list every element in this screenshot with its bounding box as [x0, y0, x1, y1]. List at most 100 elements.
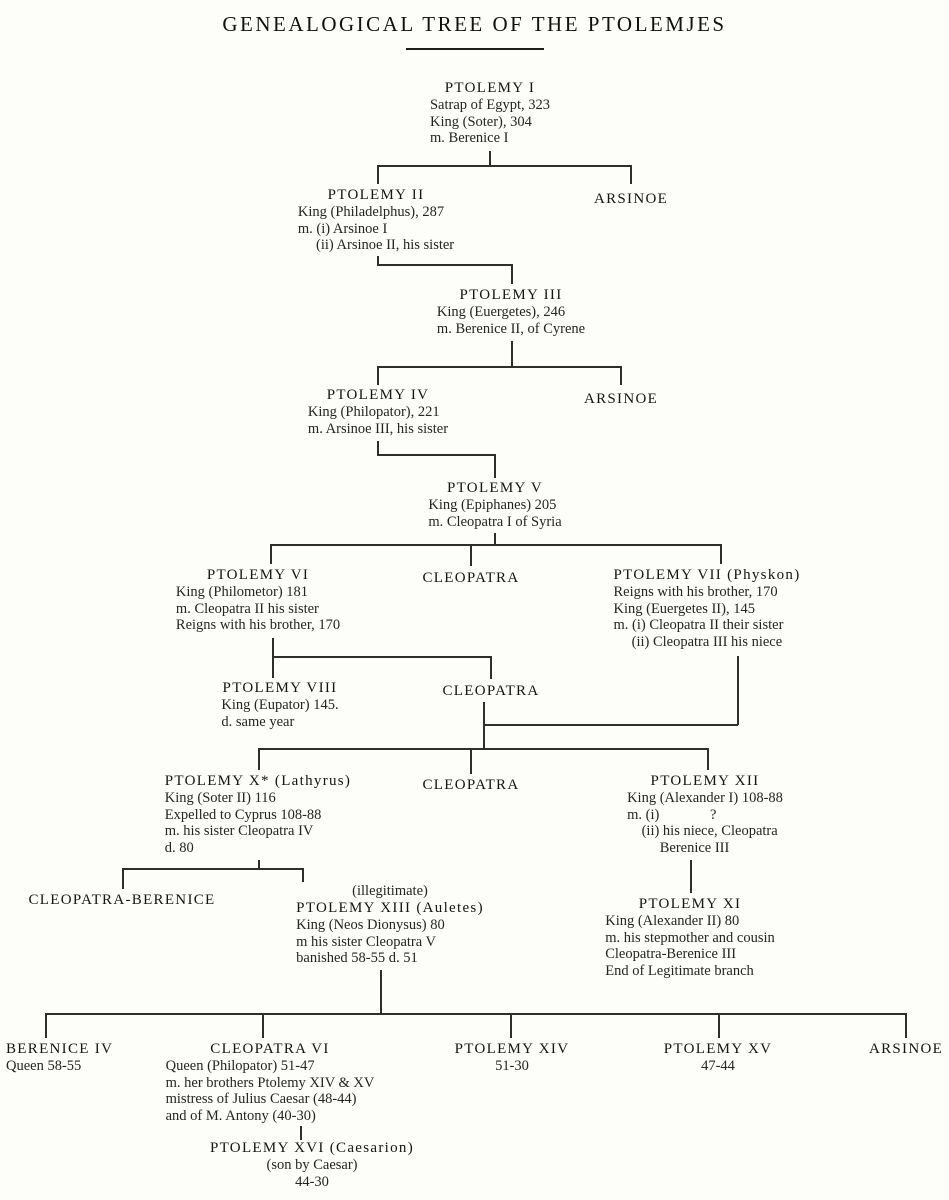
connector-line	[272, 638, 274, 678]
connector-line	[258, 748, 260, 770]
connector-line	[377, 366, 621, 368]
person-detail: m. (i) Cleopatra II their sister	[613, 617, 784, 633]
person-detail: 47-44	[701, 1058, 735, 1074]
illegitimate-label: (illegitimate)	[352, 883, 428, 899]
person-name: PTOLEMY XIII (Auletes)	[296, 900, 484, 916]
person-name: PTOLEMY IV	[326, 387, 430, 403]
connector-line	[377, 256, 379, 266]
person-name: PTOLEMY VIII	[222, 680, 338, 696]
node-ptolemy-xvi: PTOLEMY XVI (Caesarion) (son by Caesar) …	[210, 1139, 414, 1190]
connector-line	[377, 165, 379, 184]
person-detail: Queen 58-55	[6, 1058, 82, 1074]
person-detail: Berenice III	[627, 839, 730, 856]
connector-line	[905, 1013, 907, 1038]
connector-line	[122, 868, 303, 870]
node-arsinoe-1: ARSINOE	[594, 190, 668, 208]
person-detail: End of Legitimate branch	[605, 962, 754, 979]
connector-line	[494, 533, 496, 545]
person-name: CLEOPATRA	[422, 570, 520, 586]
connector-line	[630, 165, 632, 184]
page-title: GENEALOGICAL TREE OF THE PTOLEMJES	[222, 12, 727, 36]
person-detail: King (Alexander II) 80	[605, 913, 740, 929]
person-name: PTOLEMY XVI (Caesarion)	[209, 1140, 415, 1156]
person-name: PTOLEMY II	[327, 187, 425, 203]
person-detail: and of M. Antony (40-30)	[165, 1107, 316, 1124]
connector-line	[302, 868, 304, 882]
person-name: PTOLEMY XI	[638, 896, 742, 912]
person-name: PTOLEMY VI	[206, 567, 310, 583]
person-detail: King (Soter), 304	[429, 113, 532, 130]
connector-line	[511, 341, 513, 367]
person-detail: m. (i) Arsinoe I	[297, 220, 388, 237]
node-cleopatra-3: CLEOPATRA	[423, 776, 520, 794]
person-detail: King (Philadelphus), 287	[297, 204, 445, 220]
person-name: PTOLEMY XV	[663, 1041, 773, 1057]
connector-line	[258, 860, 260, 869]
person-detail: Reigns with his brother, 170	[613, 584, 778, 600]
person-detail: m. her brothers Ptolemy XIV & XV	[165, 1074, 375, 1091]
connector-line	[377, 366, 379, 385]
node-arsinoe-2: ARSINOE	[584, 390, 658, 408]
person-detail: King (Neos Dionysus) 80	[296, 917, 445, 933]
connector-line	[511, 264, 513, 284]
connector-line	[718, 1013, 720, 1038]
person-detail: King (Euergetes), 246	[436, 304, 566, 320]
connector-line	[377, 441, 379, 455]
person-name: ARSINOE	[583, 391, 659, 407]
person-detail: King (Eupator) 145.	[221, 697, 339, 713]
connector-line	[45, 1013, 906, 1015]
node-ptolemy-iii: PTOLEMY III King (Euergetes), 246 m. Ber…	[437, 286, 585, 337]
person-detail: m. Berenice II, of Cyrene	[436, 320, 586, 337]
person-name: PTOLEMY V	[446, 480, 544, 496]
connector-line	[483, 702, 485, 749]
person-name: PTOLEMY X* (Lathyrus)	[164, 773, 352, 789]
node-ptolemy-v: PTOLEMY V King (Epiphanes) 205 m. Cleopa…	[428, 479, 561, 530]
person-detail: King (Epiphanes) 205	[428, 497, 557, 513]
connector-line	[377, 454, 495, 456]
person-detail: m. his stepmother and cousin	[605, 929, 775, 946]
connector-line	[489, 151, 491, 166]
connector-line	[470, 748, 472, 774]
connector-line	[377, 165, 631, 167]
node-cleopatra-1: CLEOPATRA	[423, 569, 520, 587]
person-name: ARSINOE	[868, 1041, 944, 1057]
node-berenice-iv: BERENICE IV Queen 58-55	[6, 1040, 113, 1075]
connector-line	[270, 544, 721, 546]
person-name: PTOLEMY III	[459, 287, 563, 303]
person-detail: Satrap of Egypt, 323	[429, 97, 551, 113]
connector-line	[707, 748, 709, 770]
node-ptolemy-vii: PTOLEMY VII (Physkon) Reigns with his br…	[613, 566, 800, 650]
person-detail: Reigns with his brother, 170	[175, 617, 341, 633]
person-detail: (son by Caesar)	[266, 1157, 358, 1173]
connector-line	[490, 656, 492, 679]
person-detail: banished 58-55 d. 51	[296, 950, 418, 966]
person-detail: Cleopatra-Berenice III	[605, 946, 737, 962]
person-detail: King (Euergetes II), 145	[613, 600, 755, 617]
person-detail: d. same year	[221, 713, 295, 730]
node-ptolemy-viii: PTOLEMY VIII King (Eupator) 145. d. same…	[221, 679, 338, 730]
person-detail: King (Alexander I) 108-88	[627, 790, 783, 806]
person-detail: Queen (Philopator) 51-47	[165, 1058, 315, 1074]
connector-line	[720, 544, 722, 564]
connector-line	[690, 860, 692, 893]
person-detail: m. (i) ?	[627, 806, 717, 823]
connector-line	[737, 656, 739, 725]
connector-line	[45, 1013, 47, 1038]
person-detail: King (Philometor) 181	[175, 584, 309, 600]
connector-line	[377, 264, 512, 266]
person-detail: King (Philopator), 221	[307, 404, 440, 420]
node-ptolemy-xi: PTOLEMY XI King (Alexander II) 80 m. his…	[605, 895, 775, 979]
node-ptolemy-iv: PTOLEMY IV King (Philopator), 221 m. Ars…	[308, 386, 448, 437]
person-name: PTOLEMY XIV	[454, 1041, 570, 1057]
person-detail: (ii) his niece, Cleopatra	[627, 823, 778, 839]
node-ptolemy-x: PTOLEMY X* (Lathyrus) King (Soter II) 11…	[165, 772, 351, 856]
person-detail: (ii) Cleopatra III his niece	[613, 633, 783, 650]
person-detail: Expelled to Cyprus 108-88	[164, 806, 322, 823]
person-detail: mistress of Julius Caesar (48-44)	[165, 1091, 357, 1107]
connector-line	[262, 1013, 264, 1038]
connector-line	[300, 1126, 302, 1140]
connector-line	[380, 970, 382, 1014]
node-ptolemy-xii: PTOLEMY XII King (Alexander I) 108-88 m.…	[627, 772, 783, 856]
person-detail: m. Cleopatra II his sister	[175, 600, 319, 617]
